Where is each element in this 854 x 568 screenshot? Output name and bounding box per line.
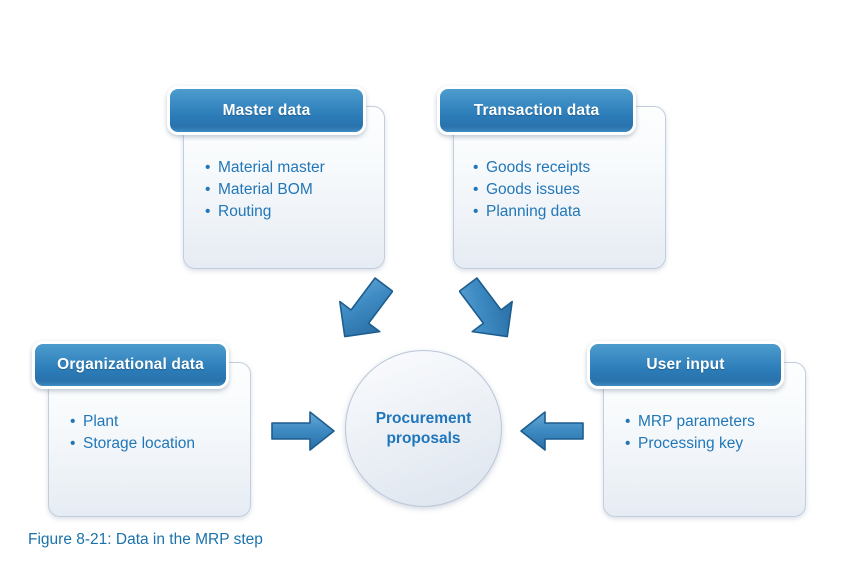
list-item: Plant bbox=[70, 411, 195, 433]
figure-caption: Figure 8-21: Data in the MRP step bbox=[28, 531, 263, 548]
arrow-down-right-icon bbox=[339, 277, 393, 338]
list-item: Routing bbox=[205, 201, 325, 223]
card-user-input-header[interactable]: User input bbox=[587, 341, 784, 389]
card-master-data-header[interactable]: Master data bbox=[167, 86, 366, 135]
list-item: Goods receipts bbox=[473, 157, 590, 179]
list-item: Goods issues bbox=[473, 179, 590, 201]
list-item: Processing key bbox=[625, 433, 755, 455]
center-node-procurement-proposals: Procurement proposals bbox=[345, 350, 502, 507]
card-organizational-data-list: Plant Storage location bbox=[70, 411, 195, 455]
arrow-left-icon bbox=[520, 411, 584, 451]
center-node-label: Procurement proposals bbox=[375, 409, 472, 447]
list-item: Material master bbox=[205, 157, 325, 179]
card-organizational-data-title: Organizational data bbox=[57, 356, 204, 373]
card-user-input-list: MRP parameters Processing key bbox=[625, 411, 755, 455]
card-user-input-title: User input bbox=[646, 356, 725, 373]
card-organizational-data-header[interactable]: Organizational data bbox=[32, 341, 229, 389]
arrow-down-left-icon bbox=[459, 277, 513, 338]
card-master-data-title: Master data bbox=[222, 101, 311, 119]
list-item: Planning data bbox=[473, 201, 590, 223]
card-transaction-data-list: Goods receipts Goods issues Planning dat… bbox=[473, 157, 590, 223]
card-master-data-list: Material master Material BOM Routing bbox=[205, 157, 325, 223]
arrow-right-icon bbox=[271, 411, 335, 451]
card-transaction-data-title: Transaction data bbox=[473, 101, 600, 119]
list-item: MRP parameters bbox=[625, 411, 755, 433]
list-item: Material BOM bbox=[205, 179, 325, 201]
card-transaction-data-header[interactable]: Transaction data bbox=[437, 86, 636, 135]
list-item: Storage location bbox=[70, 433, 195, 455]
